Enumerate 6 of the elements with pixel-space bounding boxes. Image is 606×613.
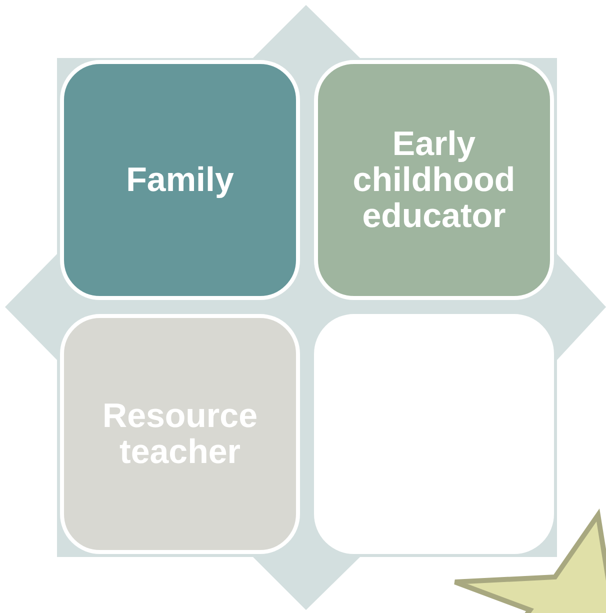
box-label: Early childhood educator [352,126,516,234]
process-box [314,60,554,300]
process-box [60,60,300,300]
box-label: Family [126,162,234,198]
process-box [60,314,300,554]
empty-box [314,314,554,554]
